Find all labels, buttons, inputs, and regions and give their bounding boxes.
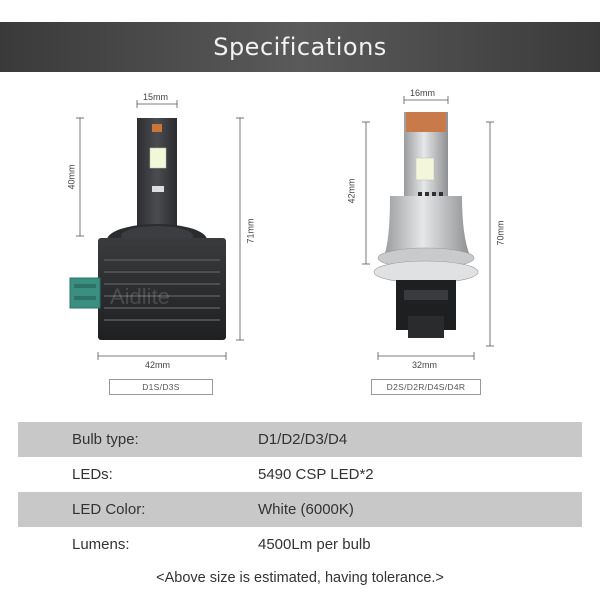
spec-key: LEDs: (72, 466, 113, 483)
title-banner: Specifications (0, 22, 600, 72)
left-model-tag: D1S/D3S (109, 379, 213, 395)
left-top-width-label: 15mm (143, 92, 169, 102)
right-led-height-label: 42mm (346, 178, 357, 204)
right-bulb-image (362, 96, 494, 360)
left-base-width-label: 42mm (145, 360, 171, 370)
spec-value: White (6000K) (258, 501, 354, 518)
spec-value: D1/D2/D3/D4 (258, 431, 348, 448)
spec-value: 4500Lm per bulb (258, 536, 371, 553)
left-total-height-label: 71mm (245, 218, 256, 244)
spec-table: Bulb type: D1/D2/D3/D4 LEDs: 5490 CSP LE… (18, 422, 582, 562)
right-copper-top (406, 112, 446, 132)
left-led-chip-icon (149, 147, 167, 169)
spec-row-led-color: LED Color: White (6000K) (18, 492, 582, 527)
left-bulb-image: Aidlite (69, 100, 244, 360)
tolerance-note: <Above size is estimated, having toleran… (156, 570, 444, 586)
left-base-body (98, 238, 226, 340)
spec-key: Bulb type: (72, 431, 139, 448)
spec-value: 5490 CSP LED*2 (258, 466, 374, 483)
left-led-stalk (137, 118, 177, 238)
spec-row-bulb-type: Bulb type: D1/D2/D3/D4 (18, 422, 582, 457)
left-led-height-label: 40mm (66, 164, 77, 190)
left-led-small (152, 186, 164, 192)
spec-key: Lumens: (72, 536, 130, 553)
left-copper-tip (152, 124, 162, 132)
right-base-width-label: 32mm (412, 360, 438, 370)
watermark: Aidlite (110, 284, 170, 309)
right-body (384, 196, 470, 256)
page-title: Specifications (213, 33, 387, 61)
right-model-tag: D2S/D2R/D4S/D4R (371, 379, 481, 395)
right-total-height-label: 70mm (495, 220, 506, 246)
right-led-chip-icon (415, 157, 435, 181)
product-figure: Aidlite (69, 96, 494, 360)
spec-key: LED Color: (72, 501, 146, 518)
right-top-width-label: 16mm (410, 88, 436, 98)
spec-row-lumens: Lumens: 4500Lm per bulb (18, 527, 582, 562)
left-connector (69, 277, 101, 309)
spec-row-leds: LEDs: 5490 CSP LED*2 (18, 457, 582, 492)
